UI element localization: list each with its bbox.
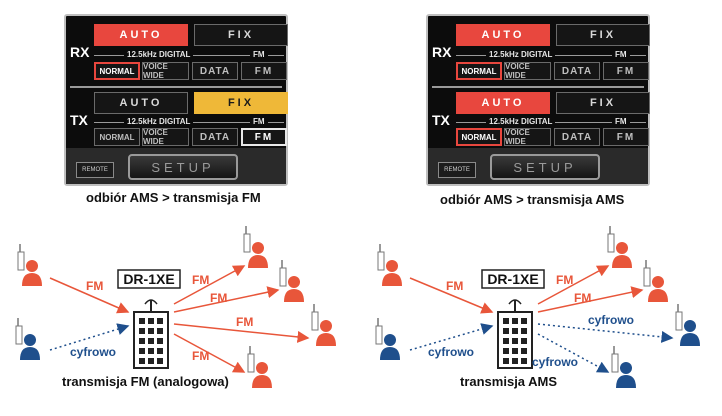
panel-caption-ams: odbiór AMS > transmisja AMS xyxy=(440,192,625,207)
control-panel-ams: AUTO FIX RX 12.5kHz DIGITAL FM NORMAL VO… xyxy=(426,14,650,186)
arrow-out-2 xyxy=(173,286,280,313)
setup-button[interactable]: SETUP xyxy=(128,154,238,180)
label-out-2: FM xyxy=(210,291,227,305)
label-out-2: FM xyxy=(574,291,591,305)
sender-orange-icon xyxy=(17,243,43,287)
tx-section: AUTO FIX TX 12.5kHz DIGITAL FM NORMAL VO… xyxy=(428,92,650,152)
arrow-out-3 xyxy=(173,323,310,343)
tx-data-button[interactable]: DATA xyxy=(554,128,600,146)
panel-caption-fm: odbiór AMS > transmisja FM xyxy=(86,190,261,205)
rx-sub-fm: FM xyxy=(250,50,268,59)
repeater-label-box xyxy=(481,269,545,289)
receiver-1-icon xyxy=(607,225,633,269)
rx-sub-fm: FM xyxy=(612,50,630,59)
label-out-3: FM xyxy=(236,315,253,329)
receiver-4-icon xyxy=(247,345,273,389)
rx-voice-wide-button[interactable]: VOICE WIDE xyxy=(504,62,551,80)
arrow-out-2 xyxy=(537,286,644,313)
rx-sub-digital: 12.5kHz DIGITAL xyxy=(124,50,194,59)
tx-normal-button[interactable]: NORMAL xyxy=(94,128,140,146)
repeater-label-box xyxy=(117,269,181,289)
diagram-caption-fm: transmisja FM (analogowa) xyxy=(62,374,229,389)
receiver-3-icon xyxy=(675,303,701,347)
rx-sub-digital: 12.5kHz DIGITAL xyxy=(486,50,556,59)
tx-voice-wide-button[interactable]: VOICE WIDE xyxy=(504,128,551,146)
receiver-2-icon xyxy=(279,259,305,303)
label-out-1: FM xyxy=(192,273,209,287)
setup-button[interactable]: SETUP xyxy=(490,154,600,180)
arrow-in-fm xyxy=(49,277,130,314)
tx-fix-button[interactable]: FIX xyxy=(194,92,288,114)
rx-fix-button[interactable]: FIX xyxy=(194,24,288,46)
arrow-in-digital xyxy=(409,323,494,351)
rx-normal-button[interactable]: NORMAL xyxy=(94,62,140,80)
rx-section: AUTO FIX RX 12.5kHz DIGITAL FM NORMAL VO… xyxy=(428,24,650,84)
rx-auto-button[interactable]: AUTO xyxy=(94,24,188,46)
tx-normal-button[interactable]: NORMAL xyxy=(456,128,502,146)
rx-fix-button[interactable]: FIX xyxy=(556,24,650,46)
repeater-label: DR-1XE xyxy=(487,271,538,287)
rx-voice-wide-button[interactable]: VOICE WIDE xyxy=(142,62,189,80)
rx-section: AUTO FIX RX 12.5kHz DIGITAL FM NORMAL VO… xyxy=(66,24,288,84)
arrow-out-4 xyxy=(173,333,246,373)
receiver-1-icon xyxy=(243,225,269,269)
remote-button[interactable]: REMOTE xyxy=(438,162,476,178)
arrow-out-1 xyxy=(173,265,246,305)
label-out-4: cyfrowo xyxy=(532,355,578,369)
tx-sub-digital: 12.5kHz DIGITAL xyxy=(124,117,194,126)
sender-orange-icon xyxy=(377,243,403,287)
tx-auto-button[interactable]: AUTO xyxy=(456,92,550,114)
diagram-caption-ams: transmisja AMS xyxy=(460,374,558,389)
tx-label: TX xyxy=(432,112,450,128)
receiver-2-icon xyxy=(643,259,669,303)
sender-blue-icon xyxy=(375,317,401,361)
diagram-fm: DR-1XE FM cyfrowo FM FM FM FM xyxy=(15,225,337,389)
label-out-4: FM xyxy=(192,349,209,363)
rx-label: RX xyxy=(70,44,90,60)
repeater-tower-icon xyxy=(497,299,533,369)
arrow-in-fm xyxy=(409,277,494,314)
section-divider xyxy=(70,86,282,88)
section-divider xyxy=(432,86,644,88)
label-out-3: cyfrowo xyxy=(588,313,634,327)
tx-voice-wide-button[interactable]: VOICE WIDE xyxy=(142,128,189,146)
tx-fix-button[interactable]: FIX xyxy=(556,92,650,114)
repeater-label: DR-1XE xyxy=(123,271,174,287)
tx-sub-fm: FM xyxy=(612,117,630,126)
arrow-out-4 xyxy=(537,333,610,373)
tx-fm-button[interactable]: FM xyxy=(603,128,649,146)
sender-blue-icon xyxy=(15,317,41,361)
rx-auto-button[interactable]: AUTO xyxy=(456,24,550,46)
diagram-ams: DR-1XE FM cyfrowo FM FM cyfrowo cyfrowo xyxy=(375,225,701,389)
rx-data-button[interactable]: DATA xyxy=(192,62,238,80)
label-in-digital: cyfrowo xyxy=(70,345,116,359)
receiver-3-icon xyxy=(311,303,337,347)
label-in-fm: FM xyxy=(86,279,103,293)
label-in-digital: cyfrowo xyxy=(428,345,474,359)
tx-section: AUTO FIX TX 12.5kHz DIGITAL FM NORMAL VO… xyxy=(66,92,288,152)
tx-fm-button[interactable]: FM xyxy=(241,128,287,146)
rx-fm-button[interactable]: FM xyxy=(603,62,649,80)
rx-normal-button[interactable]: NORMAL xyxy=(456,62,502,80)
control-panel-fm: AUTO FIX RX 12.5kHz DIGITAL FM NORMAL VO… xyxy=(64,14,288,186)
tx-data-button[interactable]: DATA xyxy=(192,128,238,146)
arrow-in-digital xyxy=(49,323,130,351)
receiver-4-icon xyxy=(611,345,637,389)
repeater-tower-icon xyxy=(133,299,169,369)
rx-fm-button[interactable]: FM xyxy=(241,62,287,80)
rx-data-button[interactable]: DATA xyxy=(554,62,600,80)
rx-label: RX xyxy=(432,44,452,60)
remote-button[interactable]: REMOTE xyxy=(76,162,114,178)
tx-sub-fm: FM xyxy=(250,117,268,126)
label-in-fm: FM xyxy=(446,279,463,293)
tx-sub-digital: 12.5kHz DIGITAL xyxy=(486,117,556,126)
tx-auto-button[interactable]: AUTO xyxy=(94,92,188,114)
arrow-out-1 xyxy=(537,265,610,305)
tx-label: TX xyxy=(70,112,88,128)
label-out-1: FM xyxy=(556,273,573,287)
